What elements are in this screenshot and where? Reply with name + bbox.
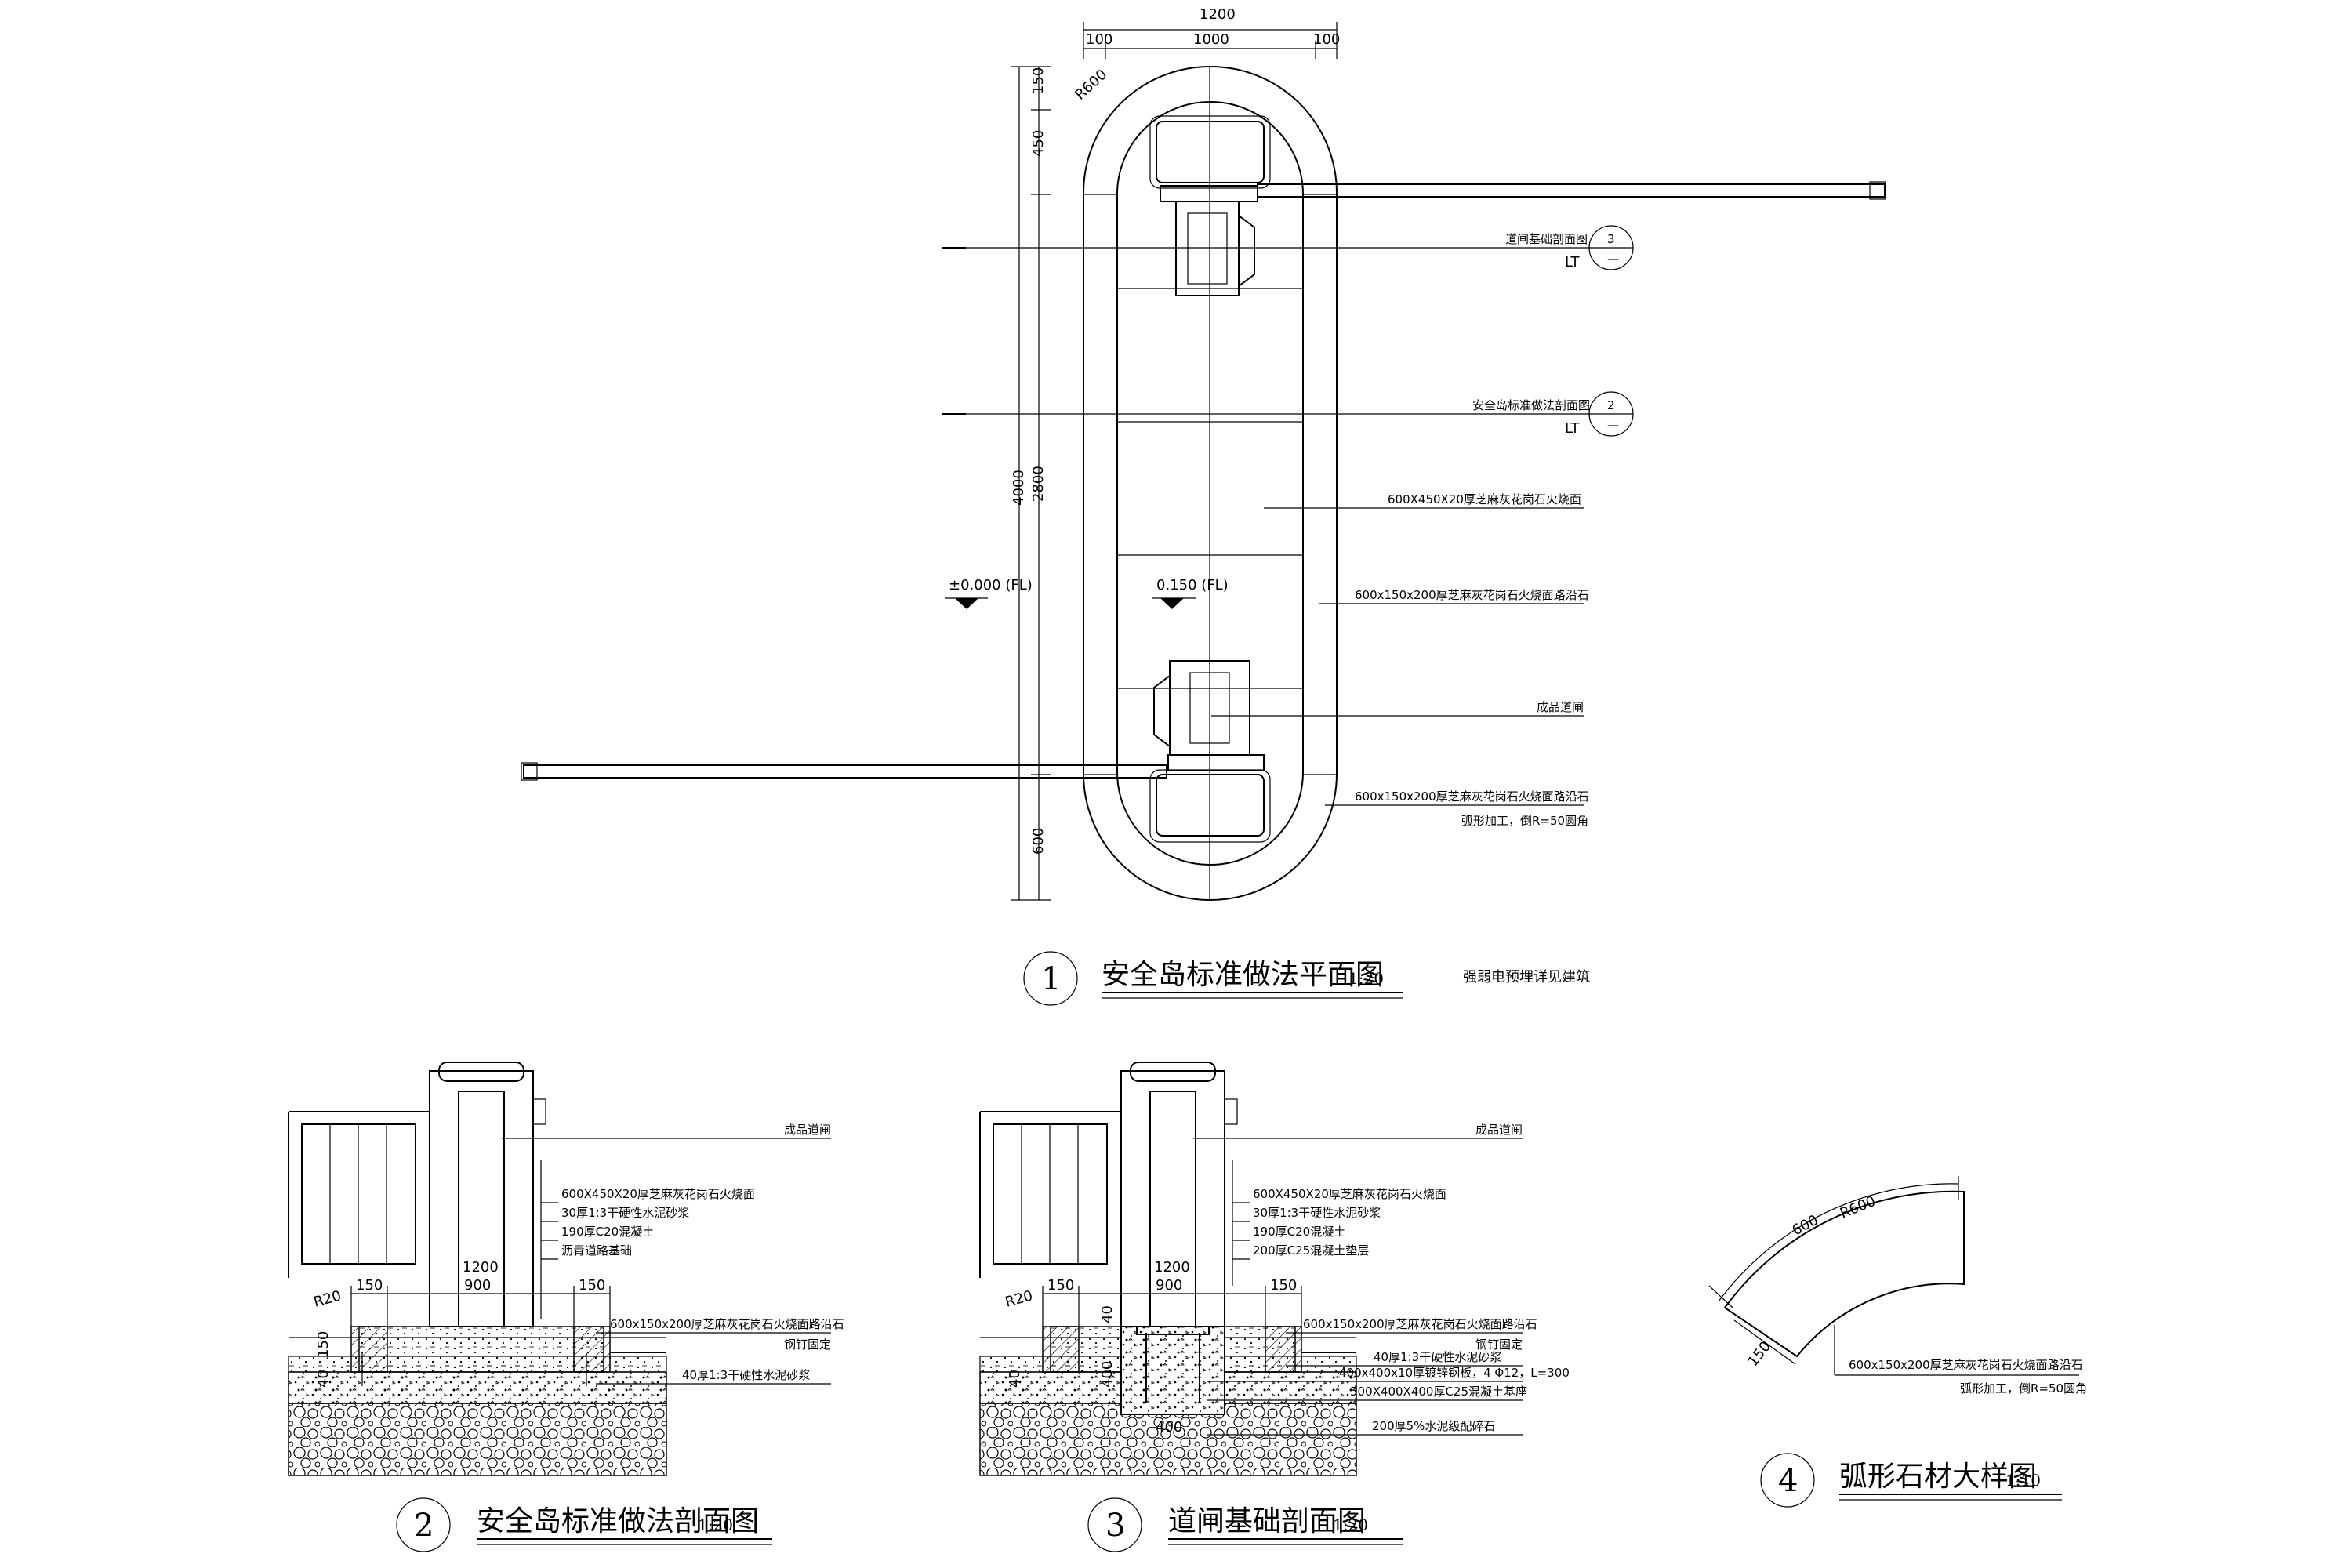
plan-title: 安全岛标准做法平面图 bbox=[1102, 959, 1384, 991]
s2-dim-40: 40 bbox=[315, 1370, 332, 1388]
callout-2-sub: — bbox=[1607, 418, 1619, 432]
s3-dim-150-right: 150 bbox=[1270, 1277, 1297, 1294]
s2-dim-150-left: 150 bbox=[356, 1277, 383, 1294]
s3-dim-150-left: 150 bbox=[1047, 1277, 1074, 1294]
s2-label-kerb: 600x150x200厚芝麻灰花岗石火烧面路沿石 bbox=[610, 1317, 844, 1331]
s3-title: 道闸基础剖面图 bbox=[1168, 1505, 1366, 1537]
s2-dim-150-height: 150 bbox=[315, 1331, 332, 1358]
s3-dim-400-width: 400 bbox=[1156, 1419, 1182, 1436]
d4-dim-r600: R600 bbox=[1838, 1193, 1878, 1222]
s2-dim-r20: R20 bbox=[312, 1287, 343, 1310]
s3-dim-40-top: 40 bbox=[1099, 1305, 1116, 1323]
s3-dim-r20: R20 bbox=[1004, 1287, 1035, 1310]
section-3: 1200 R20 150 900 150 40 400 40 400 成品道闸 … bbox=[979, 1062, 1570, 1552]
plan-view: 1200 100 1000 100 150 R600 450 4000 2800… bbox=[521, 6, 1886, 1006]
s3-dim-1200: 1200 bbox=[1154, 1259, 1190, 1276]
callout-3-sheet: LT bbox=[1565, 254, 1581, 270]
plan-title-number: 1 bbox=[1041, 961, 1061, 997]
dim-left-edge: 100 bbox=[1086, 31, 1112, 48]
d4-label-arc: 弧形加工，倒R=50圆角 bbox=[1960, 1381, 2087, 1396]
d4-title: 弧形石材大样图 bbox=[1839, 1461, 2037, 1493]
s2-label-nail: 钢钉固定 bbox=[784, 1338, 831, 1352]
detail-4: 600 R600 150 600x150x200厚芝麻灰花岗石火烧面路沿石 弧形… bbox=[1708, 1176, 2087, 1508]
callout-3-sub: — bbox=[1607, 252, 1619, 266]
s3-label-c20: 190厚C20混凝土 bbox=[1253, 1225, 1345, 1239]
dim-r600: R600 bbox=[1072, 67, 1110, 103]
plan-label-kerb-2: 600x150x200厚芝麻灰花岗石火烧面路沿石 bbox=[1355, 789, 1589, 804]
s3-dim-40: 40 bbox=[1007, 1370, 1023, 1388]
dim-150: 150 bbox=[1030, 67, 1047, 94]
level-0: ±0.000 (FL) bbox=[949, 577, 1033, 593]
dim-overall-width: 1200 bbox=[1200, 6, 1236, 23]
s3-label-steel-plate: 400x400x10厚镀锌钢板，4 Φ12，L=300 bbox=[1339, 1366, 1570, 1380]
plan-note: 强弱电预埋详见建筑 bbox=[1463, 969, 1590, 985]
d4-dim-600: 600 bbox=[1789, 1212, 1820, 1240]
plan-label-kerb: 600x150x200厚芝麻灰花岗石火烧面路沿石 bbox=[1355, 588, 1589, 602]
s3-label-paving: 600X450X20厚芝麻灰花岗石火烧面 bbox=[1253, 1187, 1446, 1201]
s2-label-mortar: 30厚1:3干硬性水泥砂浆 bbox=[561, 1206, 689, 1220]
s3-label-mortar: 30厚1:3干硬性水泥砂浆 bbox=[1253, 1206, 1381, 1220]
s2-dim-150-right: 150 bbox=[579, 1277, 605, 1294]
s2-label-base: 沥青道路基础 bbox=[561, 1243, 632, 1258]
dim-center: 1000 bbox=[1193, 31, 1229, 48]
dim-2800: 2800 bbox=[1030, 466, 1047, 502]
s3-dim-400-height: 400 bbox=[1099, 1361, 1116, 1388]
callout-2-sheet: LT bbox=[1565, 420, 1581, 437]
plan-label-arc: 弧形加工，倒R=50圆角 bbox=[1461, 814, 1588, 828]
plan-label-paving: 600X450X20厚芝麻灰花岗石火烧面 bbox=[1388, 492, 1581, 506]
plan-label-gate: 成品道闸 bbox=[1537, 700, 1584, 714]
dim-600: 600 bbox=[1030, 828, 1047, 855]
s3-label-gravel: 200厚5%水泥级配碎石 bbox=[1372, 1419, 1495, 1433]
s2-dim-1200: 1200 bbox=[463, 1259, 499, 1276]
s2-dim-900: 900 bbox=[464, 1277, 491, 1294]
s3-label-gate: 成品道闸 bbox=[1475, 1123, 1523, 1137]
s2-title-number: 2 bbox=[414, 1508, 434, 1544]
s2-label-paving: 600X450X20厚芝麻灰花岗石火烧面 bbox=[561, 1187, 755, 1201]
dim-450: 450 bbox=[1030, 130, 1047, 157]
s2-label-c20: 190厚C20混凝土 bbox=[561, 1225, 654, 1239]
callout-2-num: 2 bbox=[1607, 398, 1615, 412]
s3-scale: 1:20 bbox=[1333, 1515, 1368, 1534]
plan-label-gate-section: 道闸基础剖面图 bbox=[1505, 232, 1588, 246]
plan-scale: 1:20 bbox=[1348, 969, 1384, 988]
d4-dim-150: 150 bbox=[1744, 1338, 1774, 1370]
s2-label-mortar-40: 40厚1:3干硬性水泥砂浆 bbox=[682, 1368, 810, 1382]
s3-label-c25-bed: 200厚C25混凝土垫层 bbox=[1253, 1243, 1369, 1258]
s3-label-c25-base: 500X400X400厚C25混凝土基座 bbox=[1350, 1385, 1527, 1399]
s3-label-mortar-40: 40厚1:3干硬性水泥砂浆 bbox=[1374, 1350, 1501, 1364]
d4-label-kerb: 600x150x200厚芝麻灰花岗石火烧面路沿石 bbox=[1849, 1358, 2083, 1372]
d4-scale: 1:10 bbox=[2005, 1471, 2041, 1490]
s3-title-number: 3 bbox=[1105, 1508, 1125, 1544]
dim-4000: 4000 bbox=[1011, 470, 1027, 506]
s3-label-nail: 钢钉固定 bbox=[1475, 1338, 1523, 1352]
callout-3-num: 3 bbox=[1607, 232, 1615, 246]
dim-right-edge: 100 bbox=[1313, 31, 1340, 48]
plan-label-island-section: 安全岛标准做法剖面图 bbox=[1472, 398, 1590, 412]
section-2: 1200 R20 150 900 150 150 40 成品道闸 600X450… bbox=[288, 1062, 844, 1552]
s2-title: 安全岛标准做法剖面图 bbox=[477, 1505, 759, 1537]
s2-scale: 1:20 bbox=[698, 1515, 733, 1534]
s3-dim-900: 900 bbox=[1156, 1277, 1182, 1294]
level-150: 0.150 (FL) bbox=[1156, 577, 1229, 593]
s3-label-kerb: 600x150x200厚芝麻灰花岗石火烧面路沿石 bbox=[1303, 1317, 1537, 1331]
s2-label-gate: 成品道闸 bbox=[784, 1123, 831, 1137]
d4-title-number: 4 bbox=[1778, 1463, 1798, 1499]
